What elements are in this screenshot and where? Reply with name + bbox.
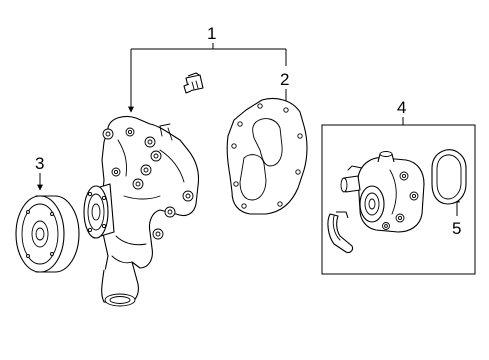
water-pump-icon (83, 115, 200, 307)
gasket-icon (226, 97, 308, 215)
callout-2: 2 (280, 70, 289, 89)
o-ring-icon (431, 149, 467, 205)
callout-5: 5 (452, 219, 461, 238)
callout-3: 3 (35, 154, 44, 173)
pump-bosses (102, 127, 194, 240)
callout-1: 1 (207, 24, 216, 43)
pulley-icon (15, 195, 80, 273)
callout-4: 4 (397, 98, 406, 117)
water-pump-kit-icon (327, 149, 467, 254)
leader-callout-1 (128, 43, 287, 113)
bolt-icon (183, 72, 204, 94)
kit-frame (321, 124, 476, 275)
